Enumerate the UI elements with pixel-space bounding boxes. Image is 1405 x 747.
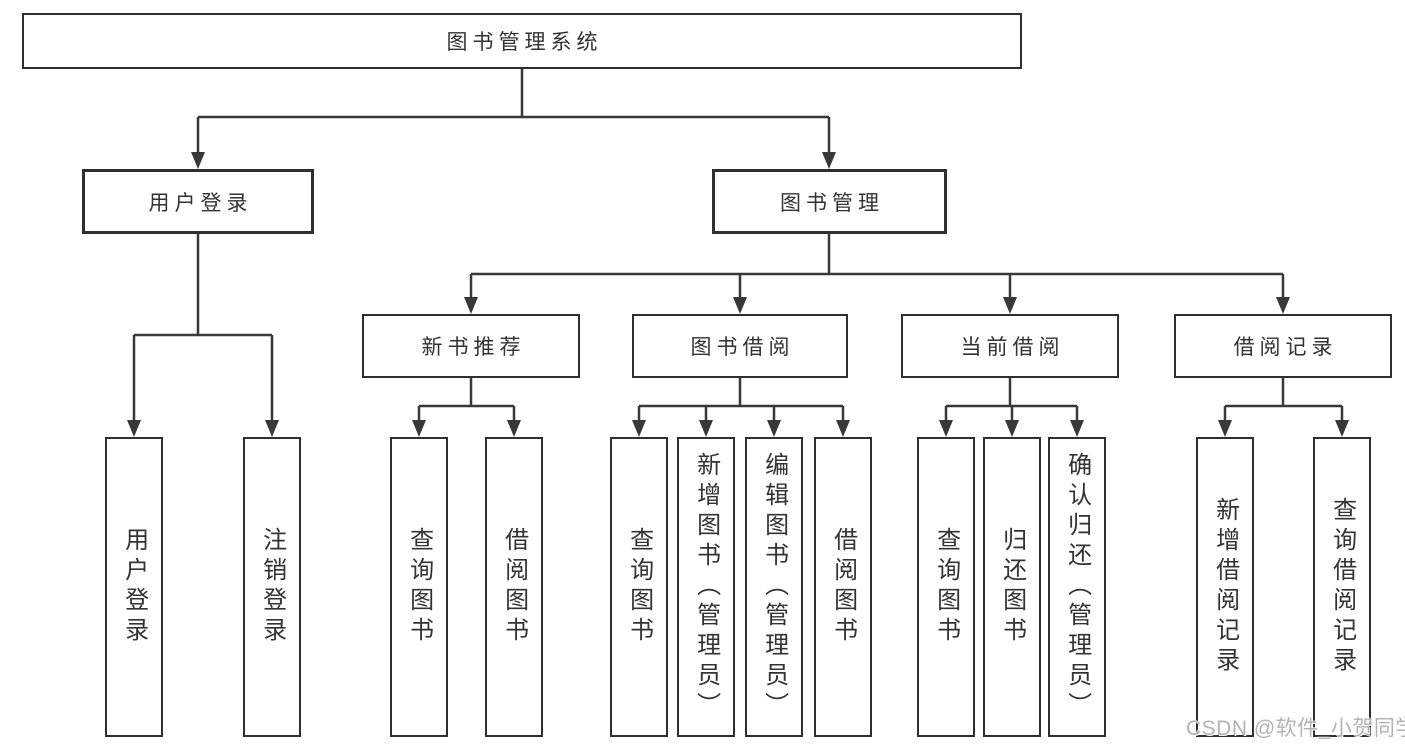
leaf-add-borrow-record: 新增借阅记录: [1196, 437, 1254, 737]
leaf-add-borrow-record-label: 新增借阅记录: [1211, 497, 1239, 677]
leaf-return-book: 归还图书: [983, 437, 1041, 737]
leaf-query-borrow-record-label: 查询借阅记录: [1328, 497, 1356, 677]
leaf-user-login: 用户登录: [105, 437, 163, 737]
leaf-edit-book-admin: 编辑图书（管理员）: [745, 437, 803, 737]
csdn-watermark: CSDN @软件_小贺同学: [1186, 717, 1405, 740]
leaf-query-books-current-label: 查询图书: [932, 527, 960, 647]
leaf-confirm-return-admin: 确认归还（管理员）: [1048, 437, 1106, 737]
leaf-query-books-borrow-label: 查询图书: [625, 527, 653, 647]
leaf-query-books-recommend: 查询图书: [390, 437, 448, 737]
node-user-login: 用户登录: [82, 169, 314, 234]
leaf-return-book-label: 归还图书: [998, 527, 1026, 647]
leaf-edit-book-admin-label: 编辑图书（管理员）: [760, 452, 788, 722]
leaf-add-book-admin-label: 新增图书（管理员）: [692, 452, 720, 722]
leaf-confirm-return-admin-label: 确认归还（管理员）: [1063, 452, 1091, 722]
leaf-borrow-books-2-label: 借阅图书: [829, 527, 857, 647]
arrowheads: [127, 152, 1349, 437]
leaf-logout: 注销登录: [243, 437, 301, 737]
node-new-book-recommend: 新书推荐: [362, 314, 580, 378]
leaf-logout-label: 注销登录: [258, 527, 286, 647]
leaf-add-book-admin: 新增图书（管理员）: [677, 437, 735, 737]
leaf-query-books-recommend-label: 查询图书: [405, 527, 433, 647]
leaf-query-books-borrow: 查询图书: [610, 437, 668, 737]
leaf-borrow-books-2: 借阅图书: [814, 437, 872, 737]
node-current-borrow: 当前借阅: [901, 314, 1119, 378]
node-book-management: 图书管理: [712, 169, 947, 234]
leaf-query-books-current: 查询图书: [917, 437, 975, 737]
node-borrow-records: 借阅记录: [1174, 314, 1392, 378]
node-book-borrow: 图书借阅: [632, 314, 848, 378]
leaf-borrow-books-recommend: 借阅图书: [485, 437, 543, 737]
node-library-management-system: 图书管理系统: [22, 13, 1022, 69]
leaf-borrow-books-recommend-label: 借阅图书: [500, 527, 528, 647]
leaf-user-login-label: 用户登录: [120, 527, 148, 647]
leaf-query-borrow-record: 查询借阅记录: [1313, 437, 1371, 737]
